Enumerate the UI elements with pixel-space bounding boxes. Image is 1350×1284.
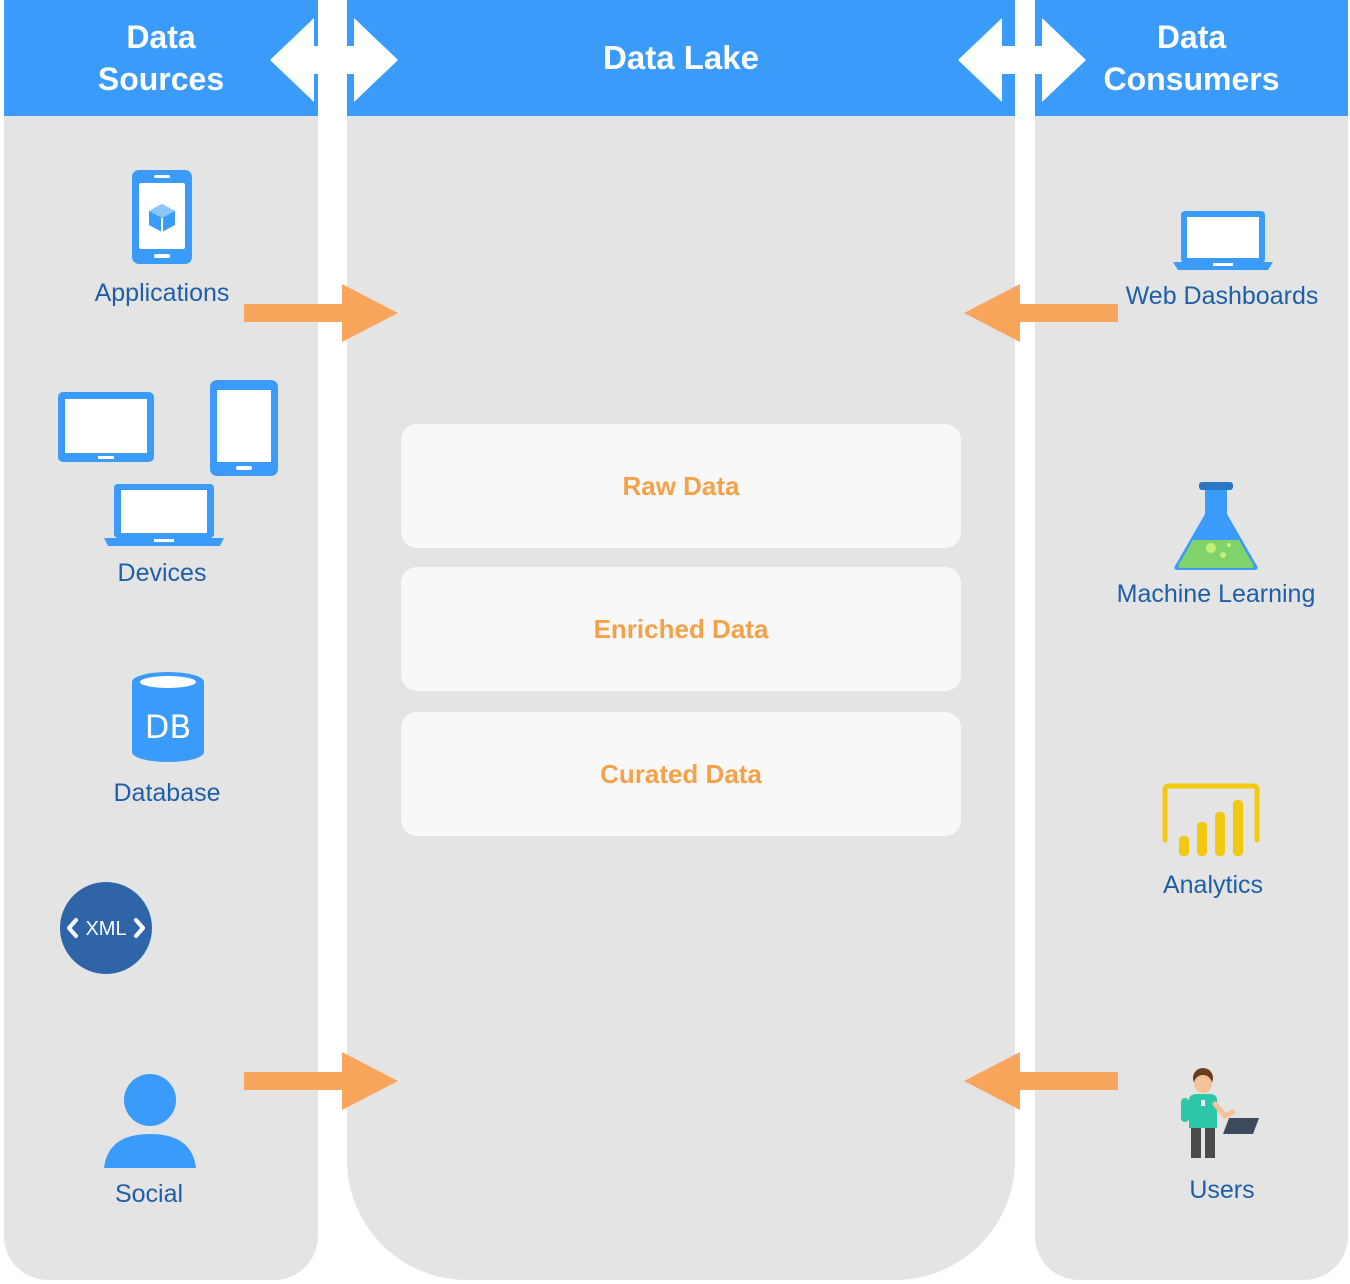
raw-data-layer: Raw Data [401,424,961,548]
devices-label: Devices [117,559,207,587]
sources-lake-double-arrow-icon [270,18,398,102]
data-consumers-title-line1: Data [1156,19,1227,55]
mobile-app-icon [132,170,192,264]
data-sources-header: Data Sources [4,0,318,116]
curated-data-label: Curated Data [600,758,762,789]
data-sources-title-line1: Data [126,19,196,55]
applications-flow-arrow-icon [244,284,398,342]
data-consumers-title-line2: Consumers [1103,61,1280,97]
database-icon: DB [132,672,204,762]
analytics-label: Analytics [1162,871,1264,899]
laptop-icon [1173,211,1273,270]
xml-icon-text: XML [85,918,126,940]
person-tablet-icon [1181,1068,1259,1158]
users-flow-arrow-icon [964,1052,1118,1110]
web-dashboards-label: Web Dashboards [1125,282,1319,310]
xml-icon: XML [60,882,152,974]
raw-data-label: Raw Data [622,470,740,501]
user-icon [104,1074,196,1168]
lake-consumers-double-arrow-icon [958,18,1086,102]
applications-label: Applications [94,279,230,307]
data-sources-panel: Data Sources Applications Devices DB Dat… [4,0,318,1280]
database-icon-text: DB [145,708,192,746]
data-consumers-panel: Data Consumers Web Dashboards Machine Le… [1035,0,1348,1280]
machine-learning-label: Machine Learning [1116,580,1316,608]
enriched-data-label: Enriched Data [593,613,769,644]
enriched-data-layer: Enriched Data [401,567,961,691]
web-dashboards-flow-arrow-icon [964,284,1118,342]
curated-data-layer: Curated Data [401,712,961,836]
data-lake-header: Data Lake [347,0,1015,116]
database-label: Database [113,779,221,807]
data-consumers-header: Data Consumers [1035,0,1348,116]
social-flow-arrow-icon [244,1052,398,1110]
users-label: Users [1189,1176,1255,1204]
bar-chart-icon [1162,783,1260,856]
data-lake-title: Data Lake [603,39,759,76]
data-sources-title-line2: Sources [97,61,225,97]
data-lake-panel: Data Lake Raw Data Enriched Data Curated… [347,0,1015,1280]
social-label: Social [114,1180,184,1208]
flask-icon [1174,482,1258,570]
devices-icon [58,380,278,546]
